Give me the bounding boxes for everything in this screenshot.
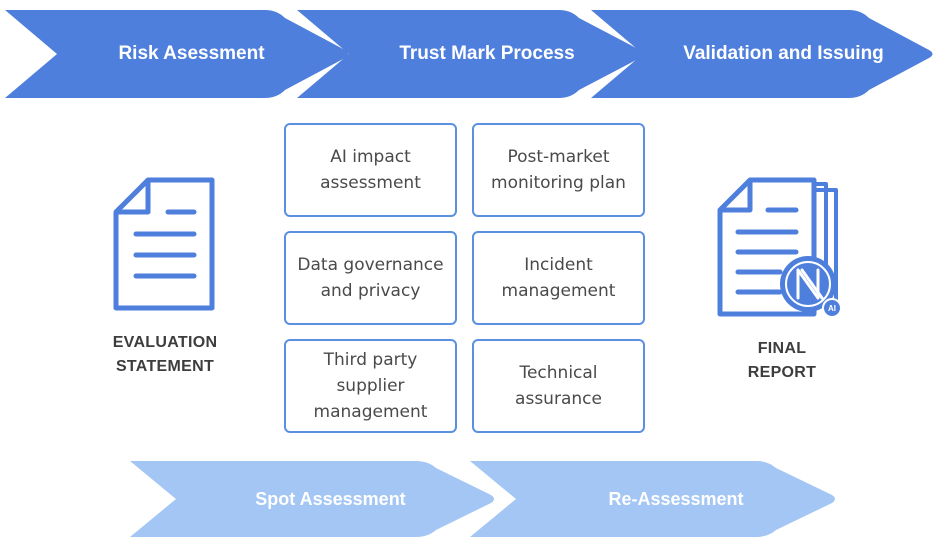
chevron-shape	[591, 10, 933, 98]
chevron-shape	[297, 10, 644, 98]
card-label: Third party supplier management	[313, 350, 428, 422]
document-icon	[110, 176, 218, 312]
step-label: Trust Mark Process	[399, 43, 575, 64]
chevron-shape	[470, 461, 835, 537]
step-re-assessment: Re-Assessment	[470, 461, 838, 537]
report-stack-icon: AI	[714, 176, 850, 324]
chevron-shape	[130, 461, 494, 537]
card-incident-management: Incident management	[472, 231, 645, 325]
card-label: AI impact assessment	[320, 147, 421, 193]
final-report-label: FINAL REPORT	[747, 340, 817, 381]
step-trust-mark-process: Trust Mark Process	[297, 10, 647, 98]
card-post-market-monitoring-plan: Post-market monitoring plan	[472, 123, 645, 217]
card-label: Incident management	[501, 255, 616, 301]
card-data-governance-and-privacy: Data governance and privacy	[284, 231, 457, 325]
step-label: Risk Asessment	[118, 43, 265, 64]
ai-badge-text: AI	[828, 304, 836, 313]
step-spot-assessment: Spot Assessment	[130, 461, 497, 537]
chevron-shape	[5, 10, 349, 98]
step-risk-assessment: Risk Asessment	[5, 10, 352, 98]
card-label: Data governance and privacy	[297, 255, 444, 301]
step-label: Spot Assessment	[255, 488, 406, 509]
card-label: Post-market monitoring plan	[491, 147, 626, 193]
step-label: Validation and Issuing	[683, 43, 884, 64]
card-third-party-supplier-management: Third party supplier management	[284, 339, 457, 433]
step-validation-and-issuing: Validation and Issuing	[591, 10, 936, 98]
card-technical-assurance: Technical assurance	[472, 339, 645, 433]
card-label: Technical assurance	[515, 363, 602, 409]
card-ai-impact-assessment: AI impact assessment	[284, 123, 457, 217]
step-label: Re-Assessment	[608, 488, 744, 509]
evaluation-statement-label: EVALUATION STATEMENT	[112, 334, 218, 375]
